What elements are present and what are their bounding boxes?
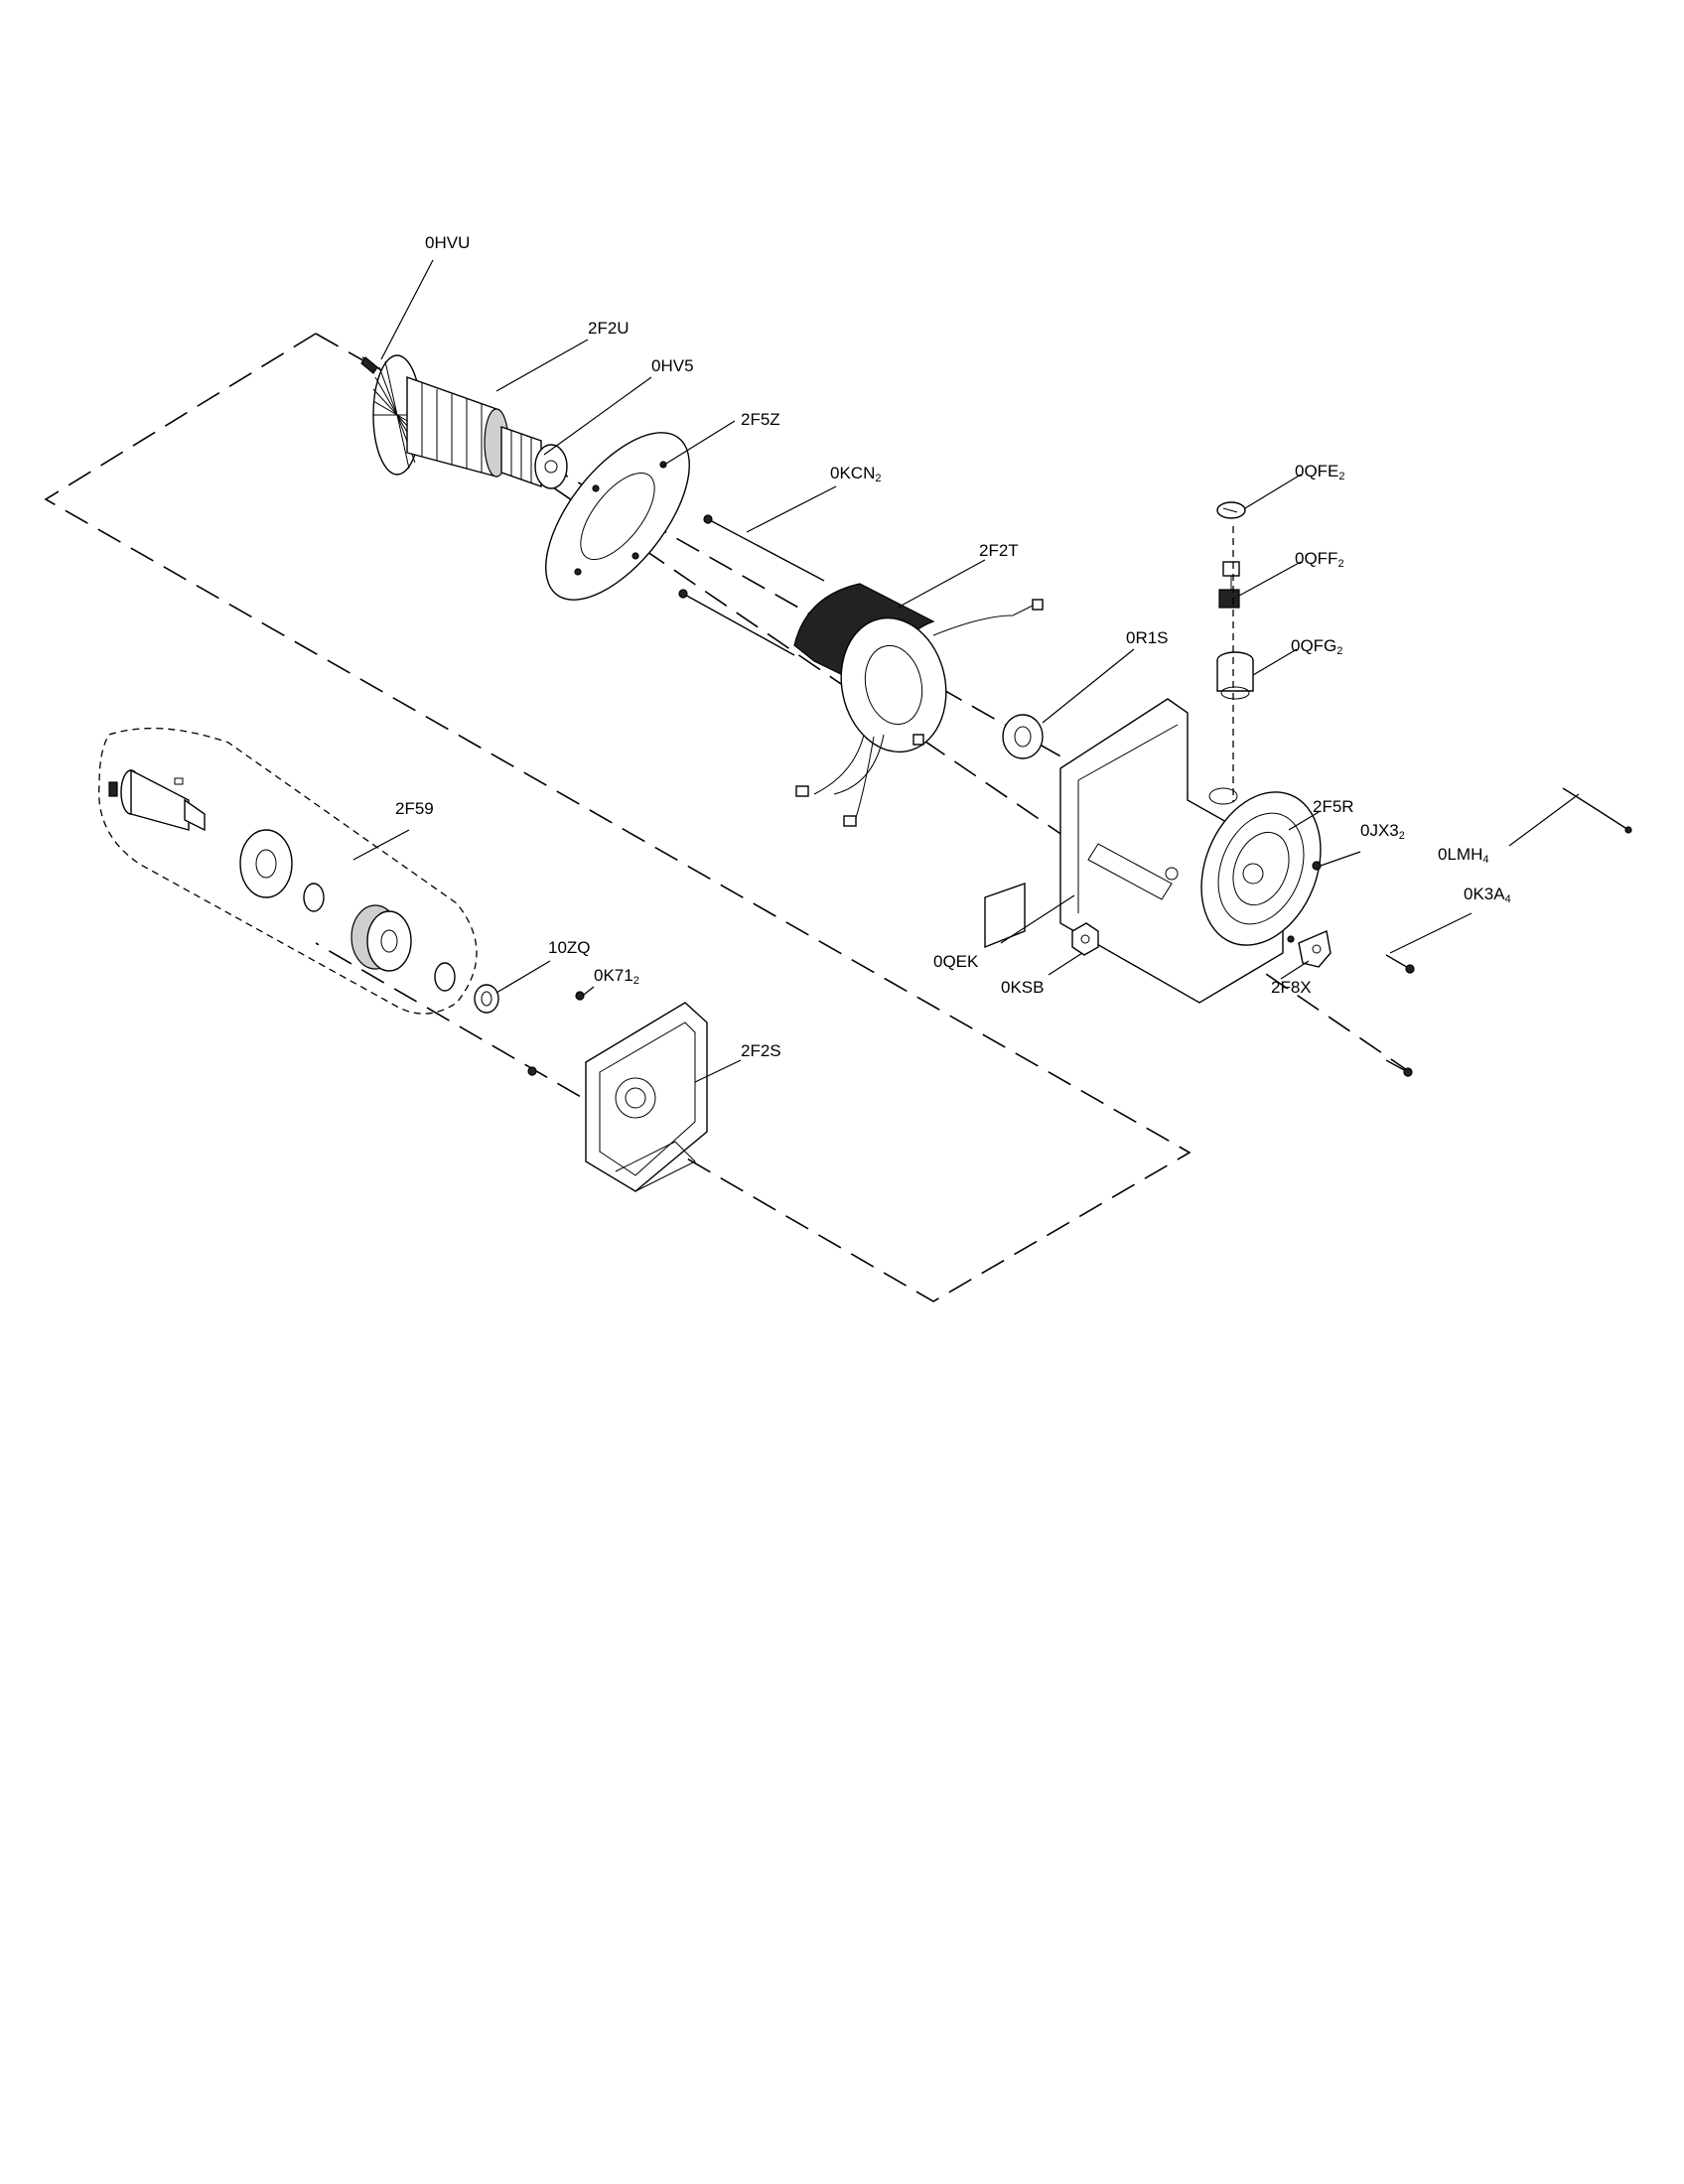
- assembly-dashed-boundary: [44, 333, 1192, 1302]
- label-10ZQ: 10ZQ: [548, 938, 591, 957]
- retaining-ring-part: [303, 883, 325, 912]
- label-2F5Z: 2F5Z: [741, 410, 780, 429]
- label-0QFG2: 0QFG2: [1291, 636, 1342, 657]
- washer-part: [1002, 714, 1044, 759]
- brush-cap-part: [1216, 501, 1246, 519]
- through-bolt-parts: [678, 514, 825, 656]
- label-0KSB: 0KSB: [1001, 978, 1044, 997]
- label-2F8X: 2F8X: [1271, 978, 1312, 997]
- label-2F2U: 2F2U: [588, 319, 630, 338]
- gear-case-part: [527, 991, 708, 1192]
- armature-part: [360, 354, 568, 489]
- brush-holder-part: [1216, 651, 1254, 700]
- label-0HVU: 0HVU: [425, 233, 470, 252]
- spindle-shaft-part: [108, 768, 206, 832]
- label-0R1S: 0R1S: [1126, 628, 1169, 647]
- brush-plate-part: [545, 432, 690, 601]
- label-2F2S: 2F2S: [741, 1041, 781, 1060]
- label-0QFE2: 0QFE2: [1295, 462, 1345, 482]
- bracket-part: [1287, 930, 1332, 968]
- label-0K712: 0K712: [594, 966, 639, 987]
- label-0QFF2: 0QFF2: [1295, 549, 1344, 570]
- gear-part: [351, 904, 412, 972]
- cord-part: [1562, 787, 1632, 834]
- bearing-large-part: [239, 829, 293, 898]
- carbon-brush-part: [1218, 561, 1240, 609]
- label-0K3A4: 0K3A4: [1464, 885, 1511, 905]
- screw-0K3A4-part: [1385, 954, 1415, 1077]
- label-0KCN2: 0KCN2: [830, 464, 881, 484]
- label-0JX32: 0JX32: [1360, 821, 1405, 842]
- snap-ring-part: [434, 962, 456, 992]
- label-0QEK: 0QEK: [933, 952, 979, 971]
- label-2F5R: 2F5R: [1313, 797, 1354, 816]
- needle-bearing-part: [474, 984, 499, 1014]
- label-plate-part: [984, 883, 1026, 949]
- label-0LMH4: 0LMH4: [1438, 845, 1488, 866]
- field-stator-part: [793, 583, 1044, 827]
- nut-part: [1071, 922, 1099, 956]
- label-2F2T: 2F2T: [979, 541, 1019, 560]
- label-0HV5: 0HV5: [651, 356, 694, 375]
- label-2F59: 2F59: [395, 799, 434, 818]
- part-labels: 0HVU 2F2U 0HV5 2F5Z 0KCN2 2F2T 0QFE2 0QF…: [395, 233, 1511, 1060]
- leader-lines: [352, 259, 1580, 1083]
- screw-0JX32-part: [1312, 861, 1322, 871]
- motor-housing-part: [1059, 698, 1322, 1004]
- spindle-group-dashed-outline: [98, 727, 478, 1015]
